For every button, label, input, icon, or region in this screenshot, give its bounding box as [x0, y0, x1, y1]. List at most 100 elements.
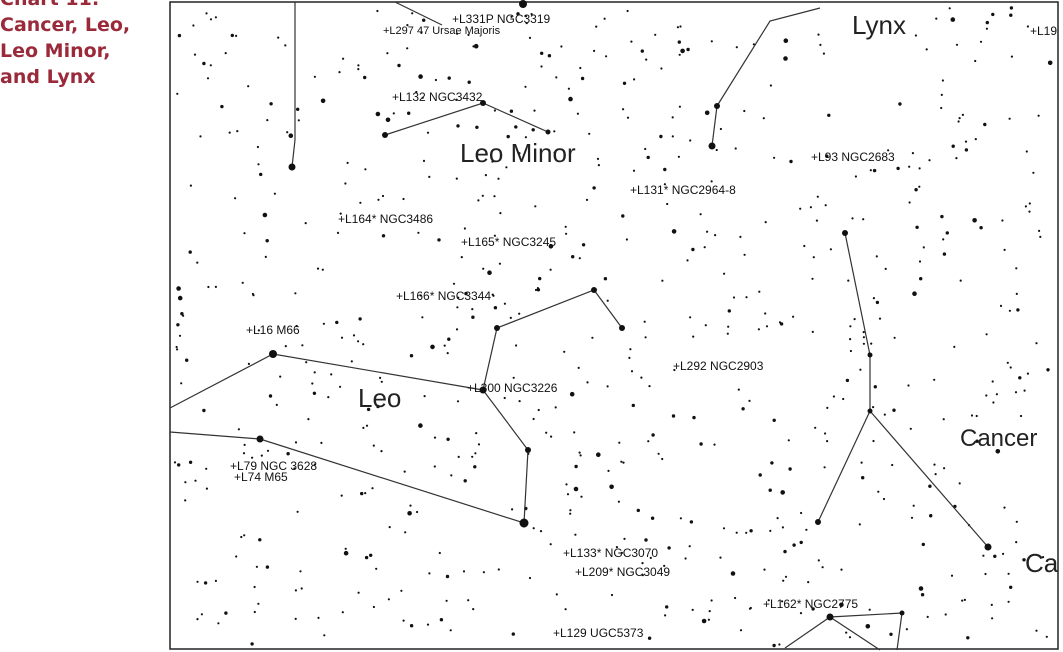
- star: [294, 292, 297, 295]
- star: [822, 52, 826, 55]
- star: [200, 613, 203, 616]
- star: [678, 53, 681, 56]
- star: [241, 281, 244, 284]
- star: [269, 102, 273, 106]
- star: [1046, 368, 1050, 372]
- star: [889, 632, 893, 636]
- star: [963, 598, 967, 602]
- star: [745, 531, 748, 534]
- star: [581, 243, 586, 247]
- star: [357, 591, 360, 594]
- star: [659, 134, 663, 139]
- star: [346, 161, 349, 164]
- star: [257, 602, 260, 605]
- object-label: +L165* NGC3245: [461, 235, 557, 249]
- object-label: +L129 UGC5373: [553, 626, 644, 640]
- star: [510, 15, 513, 18]
- star: [689, 316, 692, 319]
- star: [713, 443, 716, 446]
- star: [829, 248, 833, 251]
- star: [734, 596, 737, 600]
- star: [782, 579, 785, 582]
- star: [640, 49, 644, 53]
- star: [783, 56, 788, 61]
- star: [789, 159, 793, 164]
- star: [673, 368, 676, 372]
- star: [184, 481, 187, 484]
- star: [739, 629, 743, 632]
- star: [266, 119, 269, 122]
- star: [699, 442, 703, 446]
- star: [626, 9, 629, 13]
- object-label: +L164* NGC3486: [338, 212, 434, 226]
- star: [930, 513, 933, 517]
- star: [506, 134, 510, 139]
- star: [357, 340, 360, 343]
- star: [482, 571, 485, 574]
- star: [922, 246, 925, 249]
- star: [455, 177, 458, 180]
- star: [357, 68, 360, 71]
- constellation-label-cancer-partial: Ca: [1025, 548, 1059, 578]
- star: [457, 455, 460, 458]
- star: [316, 267, 320, 270]
- star: [277, 36, 280, 39]
- star: [503, 396, 506, 400]
- star: [1047, 60, 1053, 66]
- star: [196, 261, 199, 264]
- star: [538, 276, 542, 281]
- star: [622, 108, 625, 111]
- star: [887, 149, 890, 152]
- star: [180, 312, 184, 316]
- star: [632, 169, 636, 172]
- star: [1038, 229, 1041, 232]
- star: [626, 116, 630, 119]
- star: [643, 320, 646, 323]
- star: [335, 320, 339, 325]
- star: [727, 309, 731, 313]
- star: [536, 287, 540, 290]
- star: [872, 297, 876, 300]
- star: [992, 401, 995, 404]
- star: [510, 508, 514, 511]
- star: [663, 183, 667, 186]
- star: [948, 7, 951, 10]
- star: [950, 17, 956, 22]
- star: [362, 426, 365, 429]
- star: [579, 66, 582, 70]
- star: [524, 85, 527, 88]
- star: [593, 49, 596, 53]
- star: [493, 306, 498, 310]
- star: [445, 599, 448, 602]
- star: [944, 613, 947, 616]
- star: [620, 460, 623, 463]
- star: [343, 550, 349, 556]
- star: [762, 117, 765, 120]
- star: [477, 199, 480, 202]
- star: [214, 579, 217, 583]
- star: [264, 255, 267, 258]
- star: [565, 232, 568, 235]
- star: [553, 151, 556, 154]
- star: [617, 500, 621, 503]
- star: [380, 380, 383, 383]
- star: [910, 516, 914, 519]
- star: [341, 611, 344, 614]
- star: [985, 394, 988, 397]
- star: [991, 12, 995, 17]
- star: [357, 64, 360, 67]
- star: [402, 619, 405, 622]
- star: [295, 324, 298, 328]
- star: [243, 232, 246, 235]
- star: [224, 611, 228, 615]
- star: [580, 495, 583, 498]
- star: [953, 345, 956, 348]
- star: [534, 205, 537, 208]
- star: [606, 385, 609, 388]
- star: [437, 238, 441, 242]
- star: [574, 464, 578, 469]
- star: [443, 344, 446, 347]
- star: [499, 212, 502, 215]
- star: [649, 556, 652, 560]
- object-label: +L300 NGC3226: [467, 381, 558, 395]
